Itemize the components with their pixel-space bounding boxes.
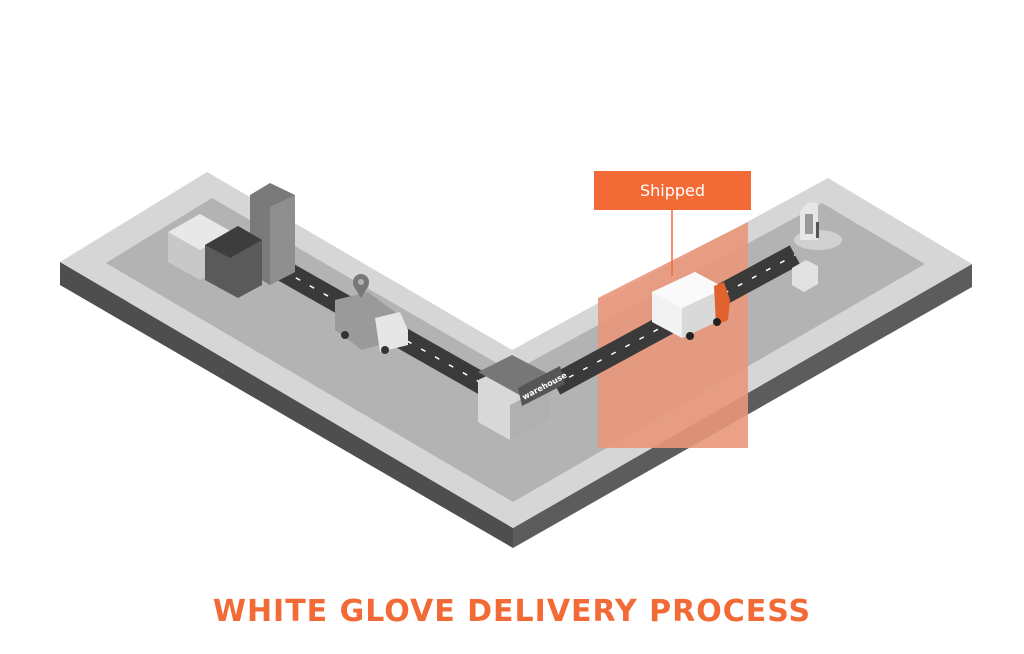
shipped-highlight-band xyxy=(598,222,748,448)
delivery-van xyxy=(335,292,408,354)
origin-buildings xyxy=(168,183,295,298)
location-pin-icon xyxy=(353,274,369,298)
page-title: WHITE GLOVE DELIVERY PROCESS xyxy=(212,594,812,629)
destination-home xyxy=(792,202,842,292)
shipping-truck xyxy=(652,272,730,340)
stage-label-shipped: Shipped xyxy=(594,171,751,210)
platform-side-left xyxy=(60,262,513,548)
warehouse-building: warehouse xyxy=(478,355,569,440)
